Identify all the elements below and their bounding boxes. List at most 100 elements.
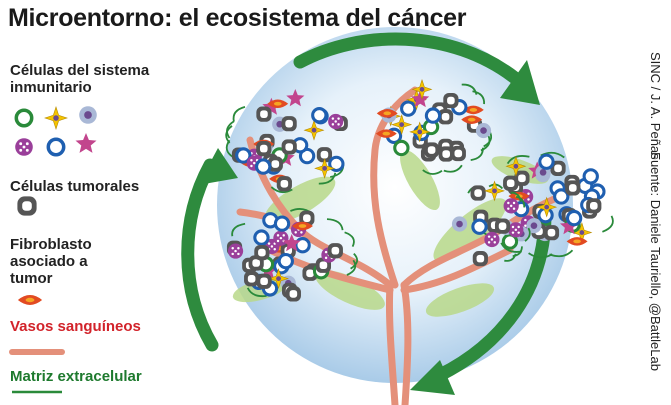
legend-vessels-label: Vasos sanguíneos <box>10 318 141 335</box>
matrix-fiber <box>488 183 504 190</box>
tumor-clusters <box>225 78 614 302</box>
immune-cell <box>409 121 431 143</box>
immune-cell <box>451 216 468 232</box>
tumor-cell <box>550 160 566 176</box>
fibroblast-cell <box>461 115 483 124</box>
immune-cell <box>526 218 542 234</box>
matrix-fiber <box>318 172 337 185</box>
immune-cell <box>565 209 583 227</box>
purple-dotted-cell-icon <box>15 138 33 156</box>
tumor-cluster <box>225 89 348 194</box>
immune-cell <box>273 215 291 232</box>
cycle-arrowheads <box>198 60 540 395</box>
tumor-cell <box>327 243 343 259</box>
matrix-fiber <box>232 106 246 122</box>
tumor-cell <box>267 156 283 172</box>
immune-cell <box>328 155 345 173</box>
tumor-cell <box>438 146 454 162</box>
fibroblast-cell <box>566 237 588 246</box>
tumor-cell <box>256 141 272 157</box>
matrix-fiber <box>344 231 355 248</box>
tumor-cell <box>254 244 270 261</box>
green-ring-cell-icon <box>14 108 34 128</box>
immune-cell <box>311 107 328 124</box>
tumor-cell <box>437 109 454 125</box>
matrix-fiber <box>470 147 484 161</box>
tumor-cell <box>514 170 530 186</box>
immune-cell <box>286 89 305 107</box>
magenta-star-cell-icon <box>75 133 97 153</box>
tumor-cell <box>443 92 459 109</box>
legend-tumor-label: Células tumorales <box>10 178 140 195</box>
credit-agency: SINC / J. A. Peñas <box>648 52 663 160</box>
immune-cell <box>303 119 325 141</box>
tumor-cluster <box>375 78 493 175</box>
matrix-fiber <box>350 252 358 270</box>
immune-cell <box>393 139 410 157</box>
matrix-fiber <box>270 186 293 194</box>
tumor-cell <box>565 180 581 196</box>
light-blue-cell-icon <box>79 106 97 124</box>
matrix-fiber <box>422 169 443 175</box>
immune-cell <box>255 158 272 175</box>
matrix-fiber <box>346 259 357 276</box>
immune-cell <box>235 147 252 164</box>
matrix-fiber <box>231 222 246 237</box>
fibroblast-cell <box>292 221 313 231</box>
matrix-fiber <box>326 218 344 231</box>
tumor-cell <box>256 106 272 122</box>
immune-cell <box>501 233 519 250</box>
matrix-fiber <box>524 227 531 242</box>
tumor-cell <box>494 218 511 234</box>
immune-cell <box>471 218 488 235</box>
matrix-fiber <box>504 253 517 262</box>
credit-source: Fuente: Daniele Tauriello, @BattleLab <box>648 152 663 371</box>
immune-cell <box>553 188 570 205</box>
tumor-cell <box>472 251 488 267</box>
matrix-fiber <box>246 287 267 298</box>
matrix-fiber <box>225 139 234 159</box>
immune-cell <box>503 198 519 214</box>
immune-cell <box>560 217 578 235</box>
immune-cell <box>508 222 524 238</box>
matrix-fiber <box>528 252 553 259</box>
immune-cell <box>536 196 558 218</box>
matrix-fiber <box>510 191 522 202</box>
tumor-cell <box>316 147 333 163</box>
immune-cell <box>328 113 344 130</box>
fibroblast-cell <box>375 129 397 138</box>
legend-icons <box>9 106 97 394</box>
immune-cell <box>411 89 430 108</box>
immune-cell <box>314 157 336 179</box>
immune-cell <box>294 237 311 254</box>
fibroblast-icon <box>17 295 43 305</box>
immune-cell <box>424 107 442 124</box>
immune-cell <box>475 122 492 139</box>
immune-cell <box>582 168 599 185</box>
fibroblast-cell <box>267 99 289 109</box>
immune-cell <box>484 180 505 202</box>
matrix-fiber <box>443 164 463 173</box>
legend-fibroblast-label: Fibroblasto asociado a tumor <box>10 236 92 287</box>
immune-cell <box>538 153 555 170</box>
page-title: Microentorno: el ecosistema del cáncer <box>8 4 467 32</box>
legend-immune-label: Células del sistema inmunitario <box>10 62 150 96</box>
immune-cell <box>391 114 413 136</box>
matrix-fiber <box>515 195 526 208</box>
immune-cell <box>277 252 294 270</box>
tumor-cell <box>244 271 260 287</box>
immune-cell <box>282 234 301 252</box>
immune-cell <box>400 100 417 117</box>
tumor-cell <box>450 145 466 162</box>
tumor-cell <box>586 198 602 214</box>
fibroblast-cell <box>462 105 484 115</box>
tumor-cell <box>281 139 297 155</box>
matrix-fiber <box>506 155 530 165</box>
tumor-cluster <box>451 180 531 267</box>
immune-cell <box>505 155 527 177</box>
blue-ring-cell-icon <box>46 137 66 157</box>
tumor-cell <box>543 225 560 241</box>
tumor-cell <box>276 176 292 192</box>
tumor-cell <box>285 286 301 302</box>
matrix-fiber <box>226 120 235 139</box>
